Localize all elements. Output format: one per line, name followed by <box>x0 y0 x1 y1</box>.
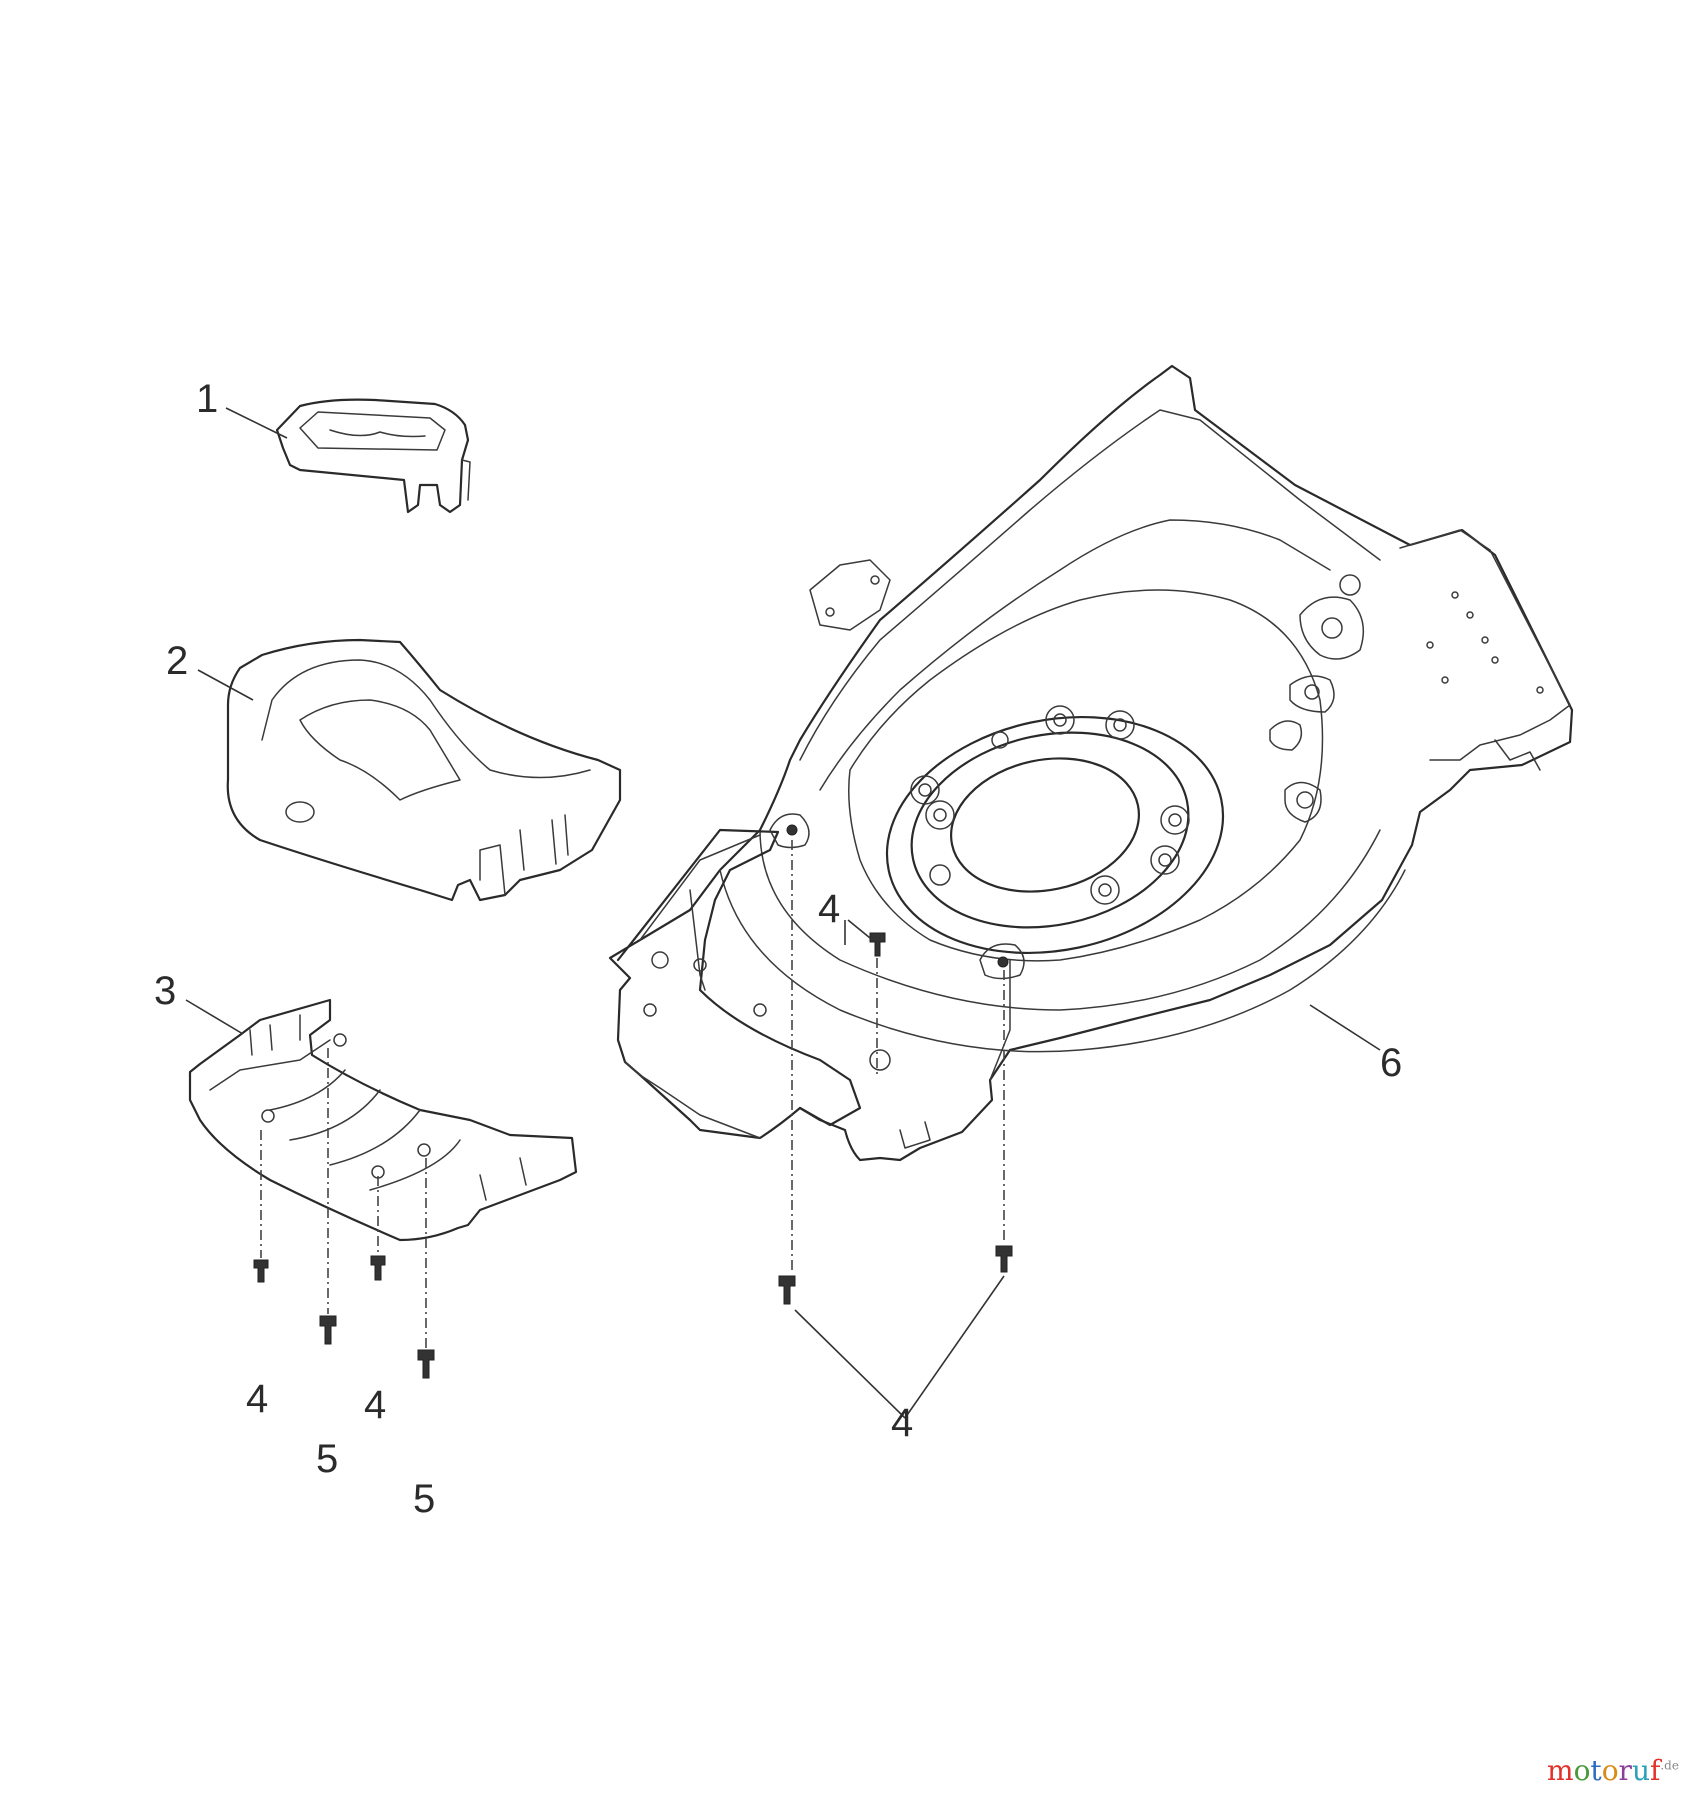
watermark-letters: motoruf <box>1547 1754 1660 1787</box>
screw-left-d <box>417 1349 435 1379</box>
callout-4-bottom: 4 <box>891 1401 913 1445</box>
callout-4-left-b: 4 <box>364 1383 386 1427</box>
screw-left-a <box>253 1259 269 1283</box>
callout-6: 6 <box>1380 1041 1402 1085</box>
watermark-letter: f <box>1649 1754 1661 1787</box>
callout-3: 3 <box>154 969 176 1013</box>
callout-4-center: 4 <box>818 887 840 931</box>
watermark-letter: o <box>1573 1754 1591 1787</box>
screw-left-b <box>319 1315 337 1345</box>
assembly-lines <box>260 840 1005 1348</box>
watermark-letter: r <box>1618 1754 1632 1787</box>
callout-5-b: 5 <box>413 1477 435 1521</box>
watermark-logo: motoruf.de <box>1547 1754 1679 1787</box>
watermark-suffix: .de <box>1660 1758 1679 1773</box>
screw-bottom-right <box>995 1245 1013 1273</box>
screw-left-c <box>370 1255 386 1281</box>
part-6-mower-deck <box>608 364 1574 1162</box>
callouts: 1 2 3 4 4 5 4 5 4 6 <box>154 377 1402 1521</box>
watermark-letter: t <box>1590 1754 1602 1787</box>
watermark-letter: m <box>1547 1754 1574 1787</box>
callout-4-left-a: 4 <box>246 1377 268 1421</box>
watermark-letter: u <box>1631 1754 1650 1787</box>
leader-lines <box>185 407 1381 1419</box>
callout-1: 1 <box>196 377 218 421</box>
screw-bottom-left <box>778 1275 796 1305</box>
part-3-bottom-plate <box>188 998 578 1242</box>
part-1-cover-clip <box>275 398 471 514</box>
part-2-deflector-cover <box>226 638 622 902</box>
watermark-letter: o <box>1601 1754 1619 1787</box>
callout-5-a: 5 <box>316 1437 338 1481</box>
callout-2: 2 <box>166 639 188 683</box>
screw-center <box>869 932 886 957</box>
